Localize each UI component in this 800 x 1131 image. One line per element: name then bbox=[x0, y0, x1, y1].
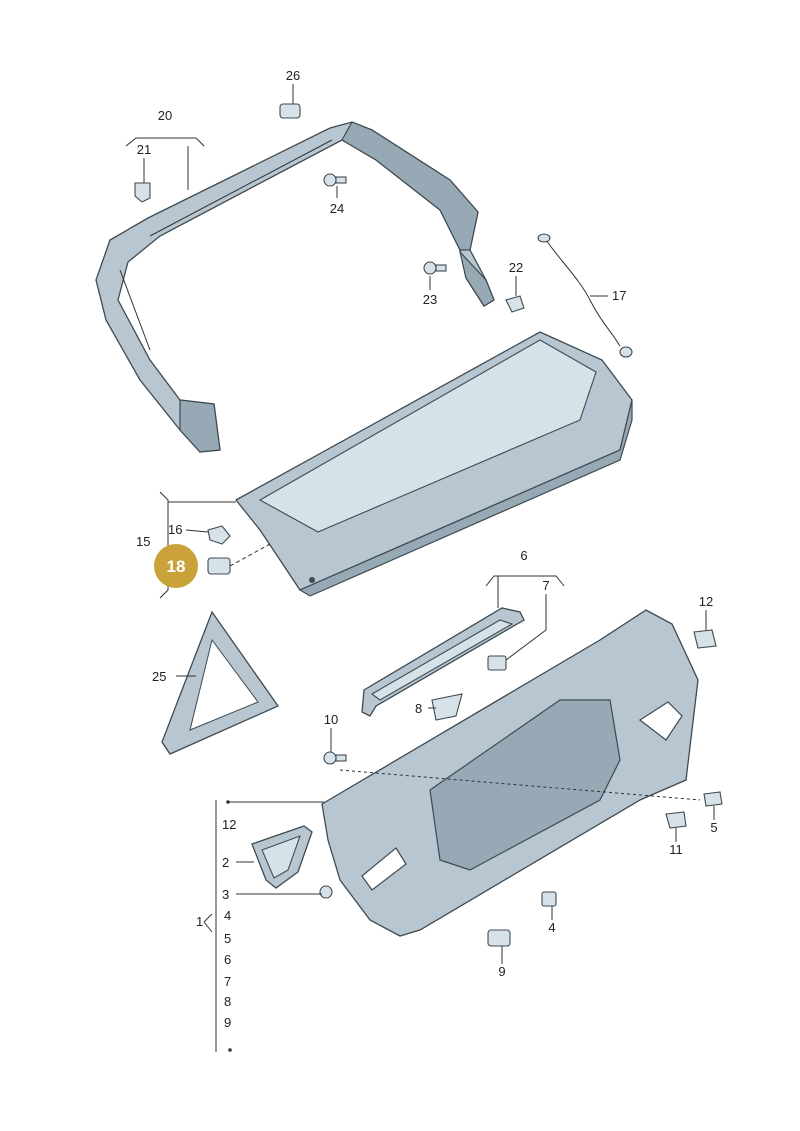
label-5-list: 5 bbox=[224, 931, 231, 946]
screw-23[interactable] bbox=[423, 261, 447, 275]
label-7-list: 7 bbox=[224, 974, 231, 989]
clip-4[interactable] bbox=[541, 891, 557, 907]
screw-24[interactable] bbox=[323, 173, 347, 187]
label-8-list: 8 bbox=[224, 994, 231, 1009]
clip-part-8[interactable] bbox=[431, 693, 463, 721]
label-5: 5 bbox=[710, 820, 717, 835]
clip-21[interactable] bbox=[134, 182, 151, 203]
label-26: 26 bbox=[286, 68, 300, 83]
clip-3[interactable] bbox=[319, 885, 333, 899]
label-7: 7 bbox=[542, 578, 549, 593]
bracket-part-7[interactable] bbox=[487, 655, 507, 671]
label-15: 15 bbox=[136, 534, 150, 549]
label-6-list: 6 bbox=[224, 952, 231, 967]
warning-triangle-part[interactable] bbox=[161, 610, 279, 755]
leader-lines bbox=[125, 84, 715, 1052]
tailgate-trim-part[interactable] bbox=[321, 609, 701, 937]
sleeve-18[interactable] bbox=[207, 557, 231, 575]
label-9-list: 9 bbox=[224, 1015, 231, 1030]
bumper-9[interactable] bbox=[487, 929, 511, 947]
label-17: 17 bbox=[612, 288, 626, 303]
label-10: 10 bbox=[324, 712, 338, 727]
label-21: 21 bbox=[137, 142, 151, 157]
label-1: 1 bbox=[196, 914, 203, 929]
upper-trim-frame-part[interactable] bbox=[95, 121, 495, 453]
label-24: 24 bbox=[330, 201, 344, 216]
label-3: 3 bbox=[222, 887, 229, 902]
label-20: 20 bbox=[158, 108, 172, 123]
clip-26[interactable] bbox=[279, 103, 301, 119]
label-12-list: 12 bbox=[222, 817, 236, 832]
label-9: 9 bbox=[498, 964, 505, 979]
frame-part-6[interactable] bbox=[361, 607, 525, 717]
clip-12-right[interactable] bbox=[693, 629, 717, 649]
label-4-list: 4 bbox=[224, 908, 231, 923]
label-11: 11 bbox=[669, 842, 683, 857]
parcel-shelf-part[interactable] bbox=[235, 331, 633, 597]
clip-22[interactable] bbox=[505, 295, 525, 313]
screw-10[interactable] bbox=[323, 751, 347, 765]
callout-labels: 26 20 21 24 22 23 17 16 15 6 7 12 25 10 … bbox=[136, 68, 718, 1030]
clip-16[interactable] bbox=[207, 525, 231, 545]
label-16: 16 bbox=[168, 522, 182, 537]
label-18: 18 bbox=[167, 557, 186, 576]
cable-17[interactable] bbox=[537, 233, 633, 358]
label-23: 23 bbox=[423, 292, 437, 307]
label-25: 25 bbox=[152, 669, 166, 684]
label-22: 22 bbox=[509, 260, 523, 275]
label-2: 2 bbox=[222, 855, 229, 870]
highlight-badge-18[interactable]: 18 bbox=[154, 544, 198, 588]
cover-part-2[interactable] bbox=[251, 825, 313, 889]
label-6: 6 bbox=[520, 548, 527, 563]
clip-11[interactable] bbox=[665, 811, 687, 829]
clip-5[interactable] bbox=[703, 791, 723, 807]
label-4: 4 bbox=[548, 920, 555, 935]
label-12-top: 12 bbox=[699, 594, 713, 609]
label-8: 8 bbox=[415, 701, 422, 716]
